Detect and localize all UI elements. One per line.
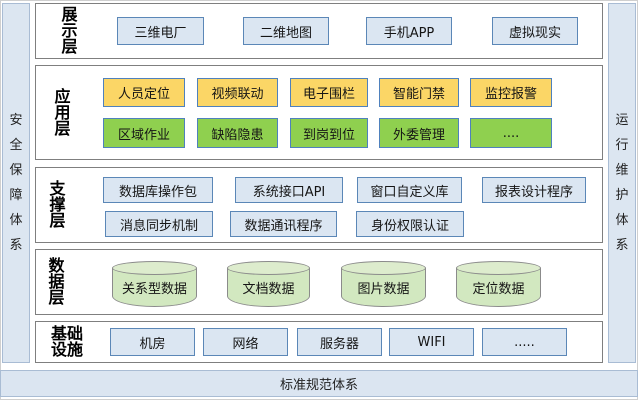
block-more-apps: .... xyxy=(470,118,552,148)
block-server-room: 机房 xyxy=(110,328,195,356)
block-personnel-positioning: 人员定位 xyxy=(103,78,185,107)
block-monitoring-alarm: 监控报警 xyxy=(470,78,552,107)
cylinder-top-ellipse xyxy=(341,261,426,275)
block-identity-auth: 身份权限认证 xyxy=(356,211,464,237)
block-area-operation: 区域作业 xyxy=(103,118,185,148)
standards-specification-system-label: 标准规范体系 xyxy=(279,378,358,393)
block-smart-access-control: 智能门禁 xyxy=(379,78,459,107)
block-system-api: 系统接口API xyxy=(235,177,343,203)
block-electronic-fence: 电子围栏 xyxy=(290,78,368,107)
block-virtual-reality: 虚拟现实 xyxy=(492,17,578,45)
layer-label-support: 支撑层 xyxy=(49,179,66,230)
block-mobile-app: 手机APP xyxy=(366,17,452,45)
block-outsourcing-mgmt: 外委管理 xyxy=(379,118,459,148)
layer-label-application: 应用层 xyxy=(54,86,71,138)
block-wifi: WIFI xyxy=(389,328,474,356)
cylinder-image-data: 图片数据 xyxy=(341,261,426,307)
cylinder-document-data: 文档数据 xyxy=(227,261,310,307)
block-message-sync: 消息同步机制 xyxy=(105,211,213,237)
cylinder-location-data: 定位数据 xyxy=(456,261,541,307)
block-3d-plant: 三维电厂 xyxy=(117,17,204,45)
block-report-designer: 报表设计程序 xyxy=(482,177,586,203)
block-more-infra: ..... xyxy=(482,328,567,356)
operation-maintenance-system-bar: 运行维护体系 xyxy=(608,3,636,363)
cylinder-relational-data: 关系型数据 xyxy=(112,261,197,307)
block-db-operation-pkg: 数据库操作包 xyxy=(103,177,213,203)
operation-maintenance-system-label: 运行维护体系 xyxy=(615,113,629,253)
layer-label-data: 数据层 xyxy=(48,256,65,307)
block-data-comm: 数据通讯程序 xyxy=(230,211,337,237)
cylinder-top-ellipse xyxy=(227,261,310,275)
security-assurance-system-bar: 安全保障体系 xyxy=(2,3,30,363)
layer-label-infrastructure: 基础设施 xyxy=(50,324,83,359)
cylinder-top-ellipse xyxy=(456,261,541,275)
block-defect-hazard: 缺陷隐患 xyxy=(197,118,278,148)
block-2d-map: 二维地图 xyxy=(243,17,329,45)
security-assurance-system-label: 安全保障体系 xyxy=(9,113,23,253)
layer-label-display: 展示层 xyxy=(61,5,78,56)
block-network: 网络 xyxy=(203,328,288,356)
cylinder-top-ellipse xyxy=(112,261,197,275)
standards-specification-system-bar: 标准规范体系 xyxy=(0,370,638,397)
block-server: 服务器 xyxy=(297,328,382,356)
block-video-linkage: 视频联动 xyxy=(197,78,278,107)
block-window-custom-lib: 窗口自定义库 xyxy=(357,177,462,203)
block-on-duty: 到岗到位 xyxy=(290,118,368,148)
